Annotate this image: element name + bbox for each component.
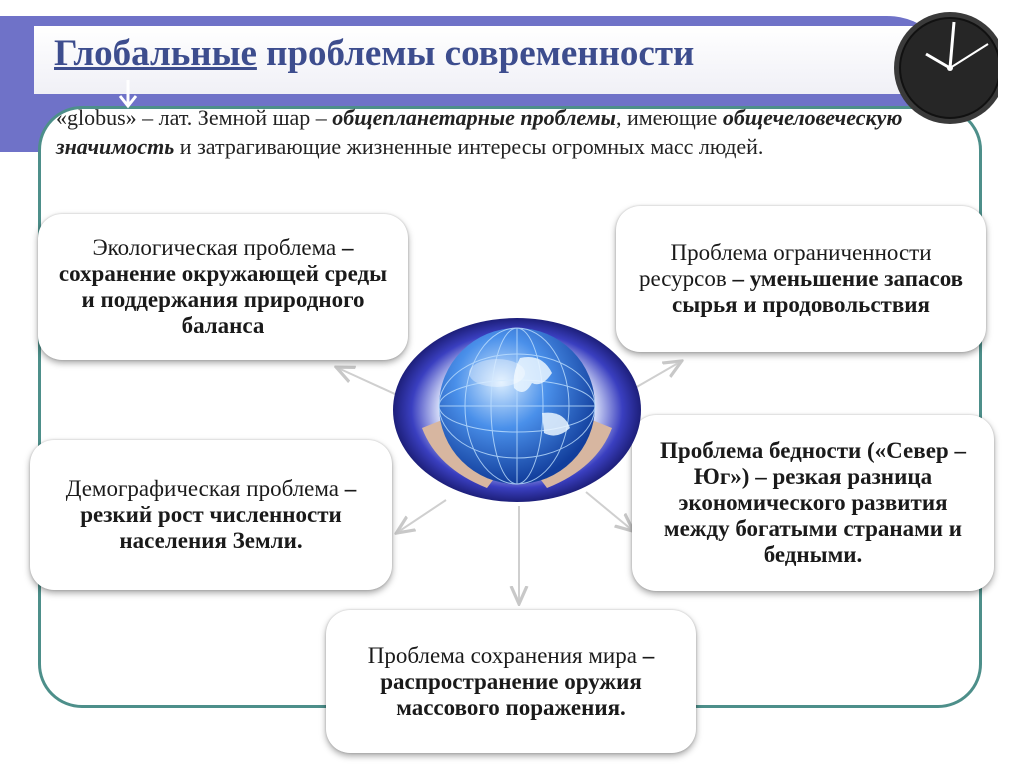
node-poverty: Проблема бедности («Север – Юг») – резка… — [632, 415, 994, 591]
edge-globe-poverty — [585, 491, 632, 530]
emphasis-term: общечеловеческую значимость — [56, 105, 903, 159]
down-arrow-icon — [118, 80, 138, 109]
intro-text: «globus» – лат. Земной шар – общепланета… — [56, 105, 903, 159]
title-box — [34, 26, 914, 94]
emphasis-term: общепланетарные проблемы — [332, 105, 616, 130]
node-resources: Проблема ограниченности ресурсов – умень… — [616, 206, 986, 352]
title-rest: проблемы современности — [256, 33, 695, 74]
clock-icon — [894, 12, 998, 124]
node-peace: Проблема сохранения мира – распространен… — [326, 610, 696, 753]
globe-in-hands-image — [393, 318, 641, 502]
edge-globe-demography — [398, 499, 447, 532]
title-keyword: Глобальные — [54, 33, 257, 74]
node-demography: Демографическая проблема – резкий рост ч… — [30, 440, 392, 590]
slide-title: Глобальные проблемы современности — [54, 32, 694, 75]
node-ecology: Экологическая проблема – сохранение окру… — [38, 214, 408, 360]
